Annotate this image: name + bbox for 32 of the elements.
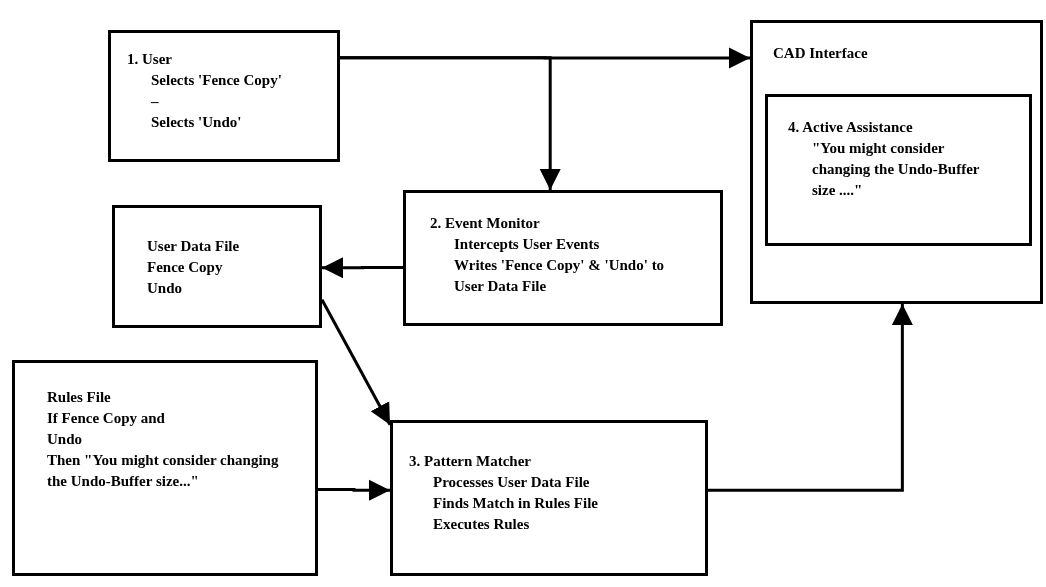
arrow (708, 304, 913, 492)
box-text: Writes 'Fence Copy' & 'Undo' to User Data File (453, 256, 666, 296)
box-heading: 4. Active Assistance (788, 118, 914, 137)
box-text: Undo (147, 279, 184, 298)
arrow (318, 479, 390, 501)
box-heading: 1. User (127, 50, 173, 69)
arrow (322, 257, 403, 279)
box-text: "You might consider changing the Undo-Buffer size ...." (811, 139, 981, 200)
box-heading: 3. Pattern Matcher (409, 452, 533, 471)
box-text: Processes User Data File (432, 473, 591, 492)
box-text: If Fence Copy and Undo (47, 409, 166, 449)
box-heading: User Data File (147, 237, 241, 256)
process-box (12, 360, 318, 576)
arrow (320, 299, 392, 426)
box-text: – (150, 92, 160, 111)
arrow (340, 56, 561, 190)
box-heading: Rules File (47, 388, 112, 407)
process-box (765, 94, 1032, 246)
box-text: Executes Rules (432, 515, 531, 534)
box-text: Intercepts User Events (453, 235, 601, 254)
box-text: Finds Match in Rules File (432, 494, 599, 513)
process-box (403, 190, 723, 326)
box-text: Selects 'Fence Copy' (150, 71, 283, 90)
process-box (750, 20, 1043, 304)
box-text: Selects 'Undo' (150, 113, 243, 132)
process-box (108, 30, 340, 162)
box-heading: CAD Interface (773, 44, 869, 63)
box-text: Fence Copy (147, 258, 224, 277)
box-text: Then "You might consider changing the Undo-Buffer size..." (47, 451, 280, 491)
box-heading: 2. Event Monitor (430, 214, 541, 233)
process-box (112, 205, 322, 328)
process-box (390, 420, 708, 576)
